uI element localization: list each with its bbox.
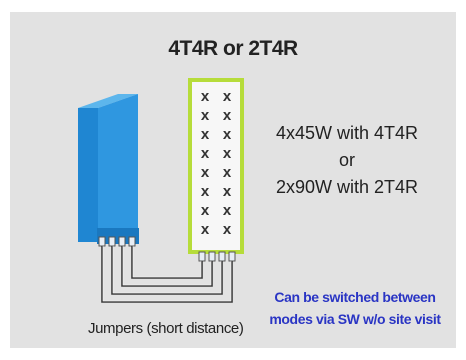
jumpers-label: Jumpers (short distance) [88, 320, 244, 337]
antenna-element: x [201, 221, 210, 238]
switch-note: Can be switched between modes via SW w/o… [250, 286, 460, 330]
antenna-element: x [223, 126, 232, 143]
antenna-element: x [223, 88, 232, 105]
antenna-element: x [201, 202, 210, 219]
jumper-cables [101, 246, 233, 303]
antenna-element: x [223, 164, 232, 181]
radio-unit [78, 94, 139, 247]
config-line-2: or [338, 150, 355, 170]
radio-unit-top [78, 94, 138, 108]
radio-unit-side [98, 94, 138, 242]
jumper-cable-3 [121, 246, 213, 287]
note-line-1: Can be switched between [274, 289, 436, 305]
antenna-element: x [201, 126, 210, 143]
power-config-text: 4x45W with 4T4R or 2x90W with 2T4R [262, 120, 432, 201]
antenna-element: x [201, 145, 210, 162]
radio-unit-front [78, 108, 98, 242]
antenna-element: x [223, 221, 232, 238]
antenna-element: x [223, 145, 232, 162]
diagram-title: 4T4R or 2T4R [168, 37, 298, 60]
antenna-element: x [223, 202, 232, 219]
antenna-element: x [223, 183, 232, 200]
note-line-2: modes via SW w/o site visit [269, 311, 441, 327]
jumper-cable-4 [131, 246, 203, 279]
antenna-element: x [201, 183, 210, 200]
jumper-cable-2 [111, 246, 223, 295]
antenna-element: x [201, 88, 210, 105]
jumper-cable-1 [101, 246, 233, 303]
antenna-element: x [223, 107, 232, 124]
config-line-3: 2x90W with 2T4R [275, 177, 419, 197]
config-line-1: 4x45W with 4T4R [275, 123, 419, 143]
antenna-frame [188, 78, 244, 254]
antenna-element: x [201, 107, 210, 124]
antenna-element: x [201, 164, 210, 181]
